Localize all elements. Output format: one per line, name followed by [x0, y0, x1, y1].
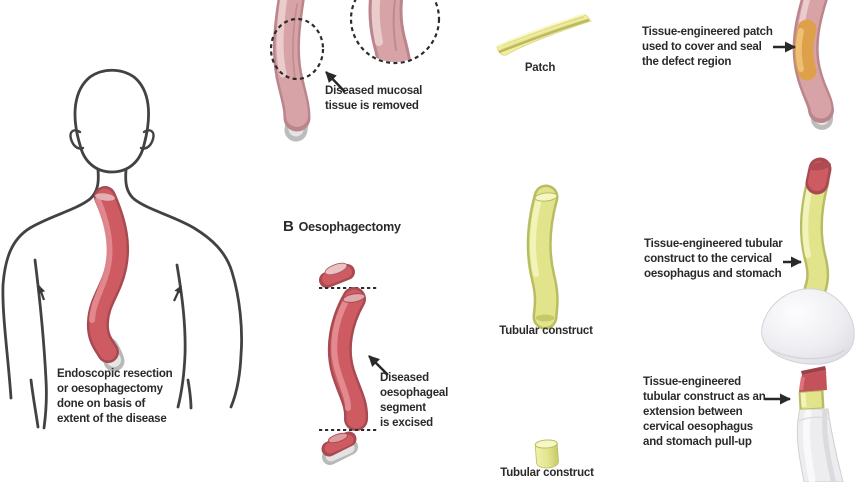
pullup-construct	[796, 366, 844, 482]
mucosal-removal-callout: Diseased mucosal tissue is removed	[325, 85, 423, 112]
stomach-bulb	[761, 288, 855, 365]
pullup-outcome-note: Tissue-engineered tubular construct as a…	[643, 376, 766, 448]
small-dashed-circle	[269, 17, 325, 81]
excised-bottom-stub	[321, 431, 358, 465]
excision-callout-arrow	[368, 355, 389, 376]
patched-oesophagus	[792, 0, 834, 130]
magnifier-circle	[349, 0, 441, 65]
stomach-construct	[761, 157, 855, 365]
excised-top-stub	[319, 262, 355, 288]
torso-oesophagus	[86, 186, 130, 372]
pullup-red-cap	[799, 370, 827, 392]
mucosal-tube	[272, 0, 311, 142]
torso-caption: Endoscopic resection or oesophagectomy d…	[57, 368, 173, 425]
patch-label: Patch	[524, 62, 556, 74]
right-shoulder-arm	[124, 168, 243, 409]
left-ear	[69, 129, 85, 150]
section-b-letter: B	[283, 218, 294, 235]
torso-up-arrows	[37, 285, 182, 302]
diseased-segment-tube	[327, 287, 369, 431]
head-outline	[73, 68, 150, 174]
right-up-arrow	[173, 285, 182, 302]
tubular-construct-small-label: Tubular construct	[500, 467, 594, 479]
left-up-arrow	[37, 285, 46, 301]
mucosal-callout-arrow	[325, 71, 346, 93]
tubular-construct-small	[534, 439, 559, 469]
left-armpit-line	[33, 258, 48, 430]
right-hand-line	[186, 378, 193, 410]
tubular-construct-label: Tubular construct	[499, 325, 593, 337]
patch-graphic	[496, 13, 592, 56]
right-ear	[139, 129, 155, 150]
patch-outcome-note: Tissue-engineered patch used to cover an…	[642, 26, 773, 68]
section-b-title: Oesophagectomy	[298, 220, 401, 234]
tubular-construct-long	[526, 184, 559, 330]
magnified-mucosa	[368, 0, 411, 62]
section-b-heading: B Oesophagectomy	[283, 218, 401, 236]
tubular-outcome-note: Tissue-engineered tubular construct to t…	[644, 238, 783, 280]
left-shoulder-arm	[1, 168, 100, 400]
left-hand-line	[29, 378, 40, 429]
excision-callout: Diseased oesophageal segment is excised	[380, 372, 449, 429]
